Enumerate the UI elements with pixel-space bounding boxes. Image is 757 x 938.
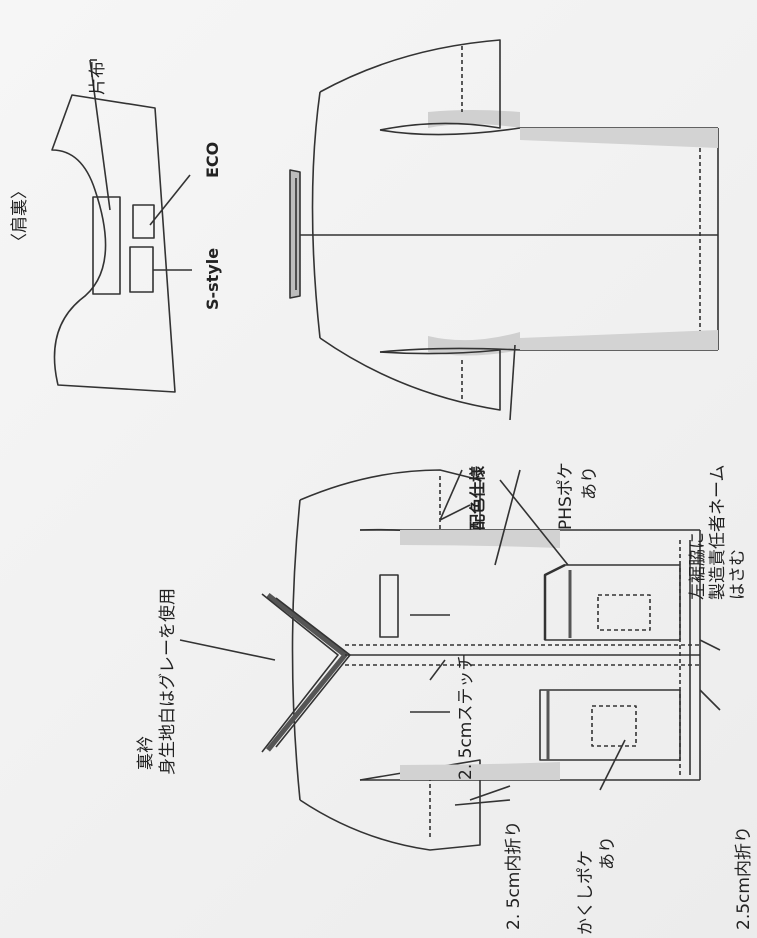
shoulder-lining-pattern (51, 59, 192, 393)
fold-label-hem: 2.5cm内折り (734, 826, 754, 930)
katanuno-label: 片布 (88, 61, 108, 95)
mishirochi-label: 身生地白はグレーを使用 (158, 588, 178, 775)
phs-pocket-label-2: あり (580, 466, 600, 500)
kakushi-pocket-label-2: あり (598, 836, 618, 870)
haishoku-label: 配色仕様 (468, 465, 487, 530)
stitch-label: 2. 5cmステッチ (456, 653, 476, 780)
hidari-label-2: 製造責任者ネーム (708, 464, 728, 601)
back-view-garment (289, 39, 719, 421)
uraeri-label: 裏衿 (136, 736, 156, 770)
front-view-garment (179, 469, 721, 851)
shoulder-lining-title: 〈肩裏〉 (10, 182, 30, 250)
kakushi-pocket-label-1: かくしポケ (576, 850, 596, 935)
sstyle-label: S-style (203, 247, 222, 310)
hidari-label-3: はさむ (728, 549, 748, 600)
fold-label-sleeve: 2. 5cm内折り (504, 820, 524, 930)
hidari-label-1: 左裾脇に (688, 532, 708, 600)
phs-pocket-label-1: PHSポケ (556, 462, 576, 530)
eco-label: ECO (203, 141, 222, 178)
